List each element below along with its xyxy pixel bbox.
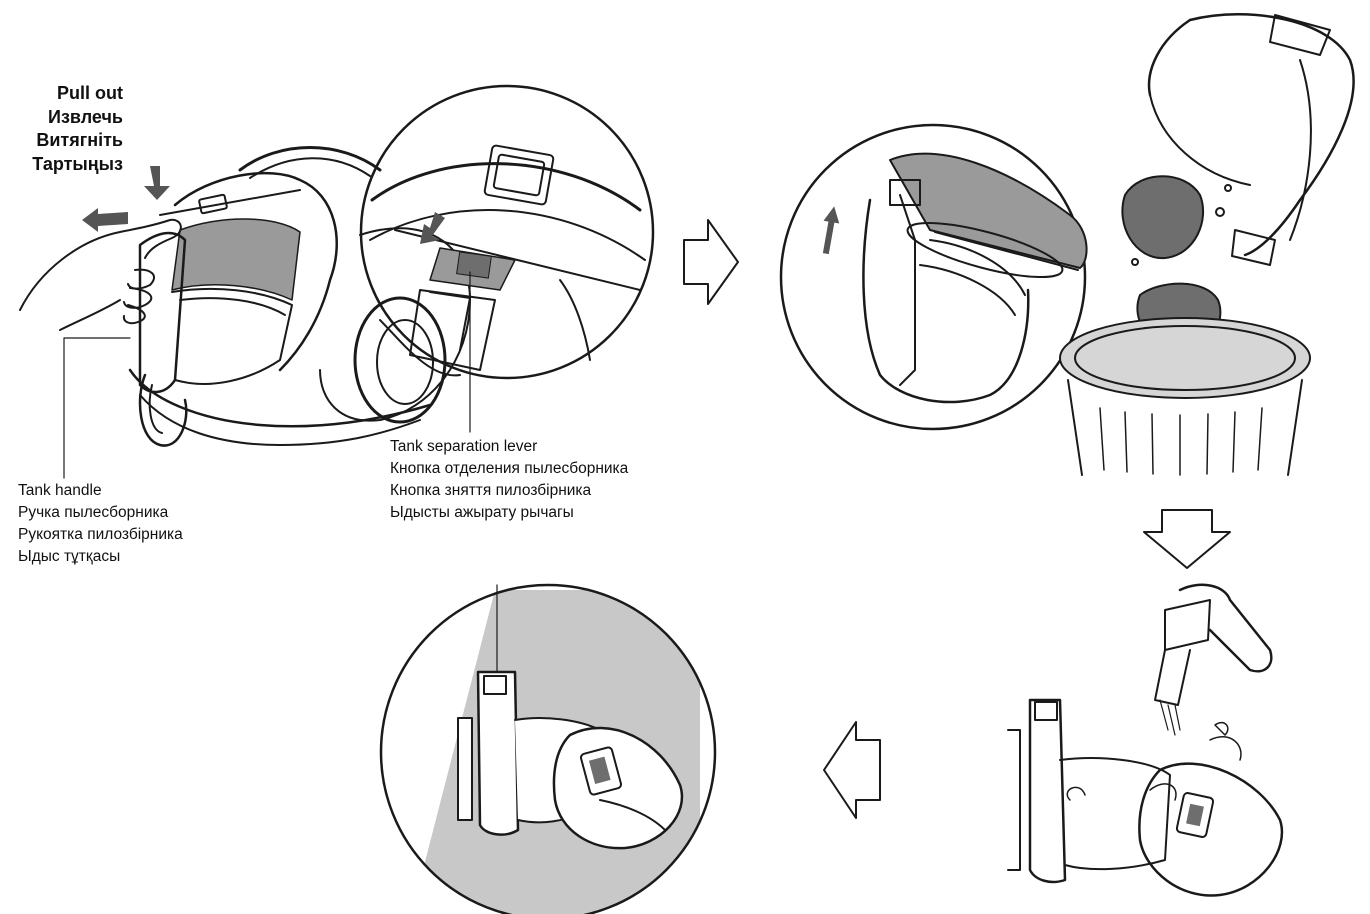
pull-out-uk: Витягніть [32, 129, 123, 153]
handle-en: Tank handle [18, 480, 183, 502]
handle-ru: Ручка пылесборника [18, 502, 183, 524]
lever-en: Tank separation lever [390, 436, 628, 458]
pull-out-ru: Извлечь [32, 106, 123, 130]
zoom-circle-open-lid [781, 125, 1087, 429]
tank-separation-lever-label: Tank separation lever Кнопка отделения п… [390, 436, 628, 524]
pull-out-kk: Тартыңыз [32, 153, 123, 177]
tank-washing-illustration [1008, 585, 1282, 896]
tank-handle-label: Tank handle Ручка пылесборника Рукоятка … [18, 480, 183, 568]
dust-clump-icon [1122, 176, 1203, 258]
lever-kk: Ыдысты ажырату рычагы [390, 502, 628, 524]
pull-arrow-icon [82, 208, 128, 232]
step-arrow-right-icon [684, 220, 738, 304]
lever-uk: Кнопка зняття пилозбірника [390, 480, 628, 502]
step-arrow-left-icon [824, 722, 880, 818]
pull-out-label: Pull out Извлечь Витягніть Тартыңыз [32, 82, 123, 176]
press-arrow-icon [144, 166, 170, 200]
handle-kk: Ыдыс тұтқасы [18, 546, 183, 568]
zoom-circle-drying [380, 585, 715, 914]
zoom-circle-lever [361, 86, 653, 432]
step-arrow-down-icon [1144, 510, 1230, 568]
tank-emptying-illustration [1060, 14, 1354, 475]
lift-arrow-icon [818, 205, 842, 255]
handle-uk: Рукоятка пилозбірника [18, 524, 183, 546]
vacuum-cleaner-illustration [20, 148, 470, 446]
lever-ru: Кнопка отделения пылесборника [390, 458, 628, 480]
pull-out-en: Pull out [32, 82, 123, 106]
